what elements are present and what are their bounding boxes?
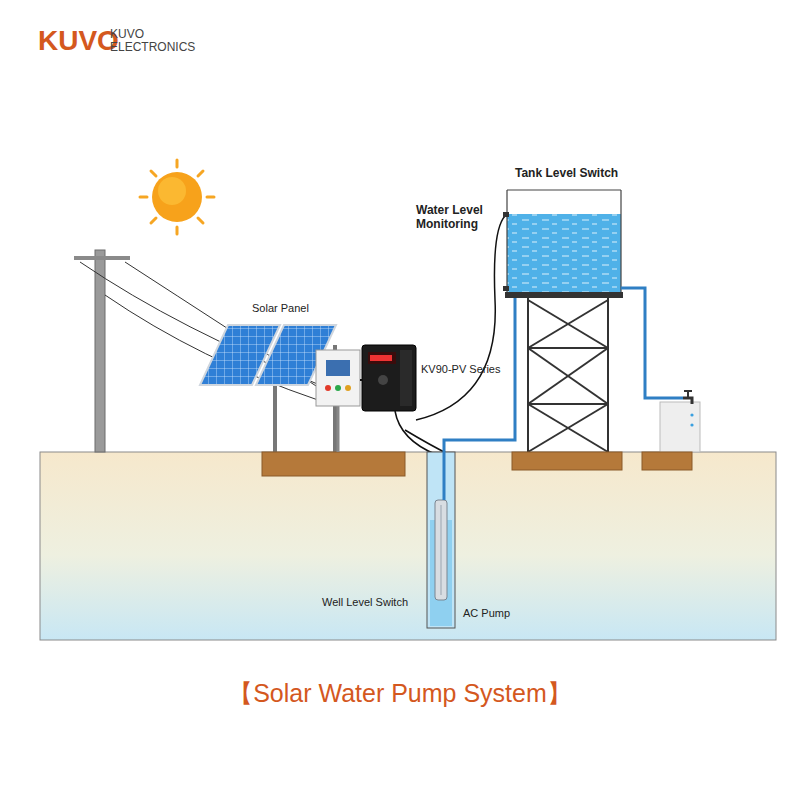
part-label: Solar Panel bbox=[252, 302, 309, 315]
water-tap bbox=[642, 391, 700, 470]
caption: 【Solar Water Pump System】 bbox=[228, 678, 572, 708]
sun bbox=[140, 160, 214, 234]
ground bbox=[40, 452, 776, 640]
well bbox=[427, 452, 455, 628]
water-tower bbox=[528, 292, 608, 452]
logo-mark: KUVO bbox=[38, 24, 119, 58]
supply-pipe bbox=[444, 290, 515, 500]
part-label: Well Level Switch bbox=[322, 596, 408, 609]
part-label: Water Level Monitoring bbox=[416, 203, 500, 232]
part-label: KV90-PV Series bbox=[421, 363, 500, 376]
water-tank bbox=[503, 190, 621, 292]
outlet-pipe bbox=[621, 288, 683, 398]
tower-deck bbox=[505, 292, 623, 298]
inverter bbox=[362, 345, 416, 411]
tower-base bbox=[512, 452, 622, 470]
sensor-cable bbox=[416, 216, 505, 420]
control-box bbox=[316, 350, 360, 452]
part-label: Tank Level Switch bbox=[515, 166, 618, 180]
brand-name: KUVO ELECTRONICS bbox=[110, 28, 192, 53]
part-label: AC Pump bbox=[463, 607, 510, 620]
